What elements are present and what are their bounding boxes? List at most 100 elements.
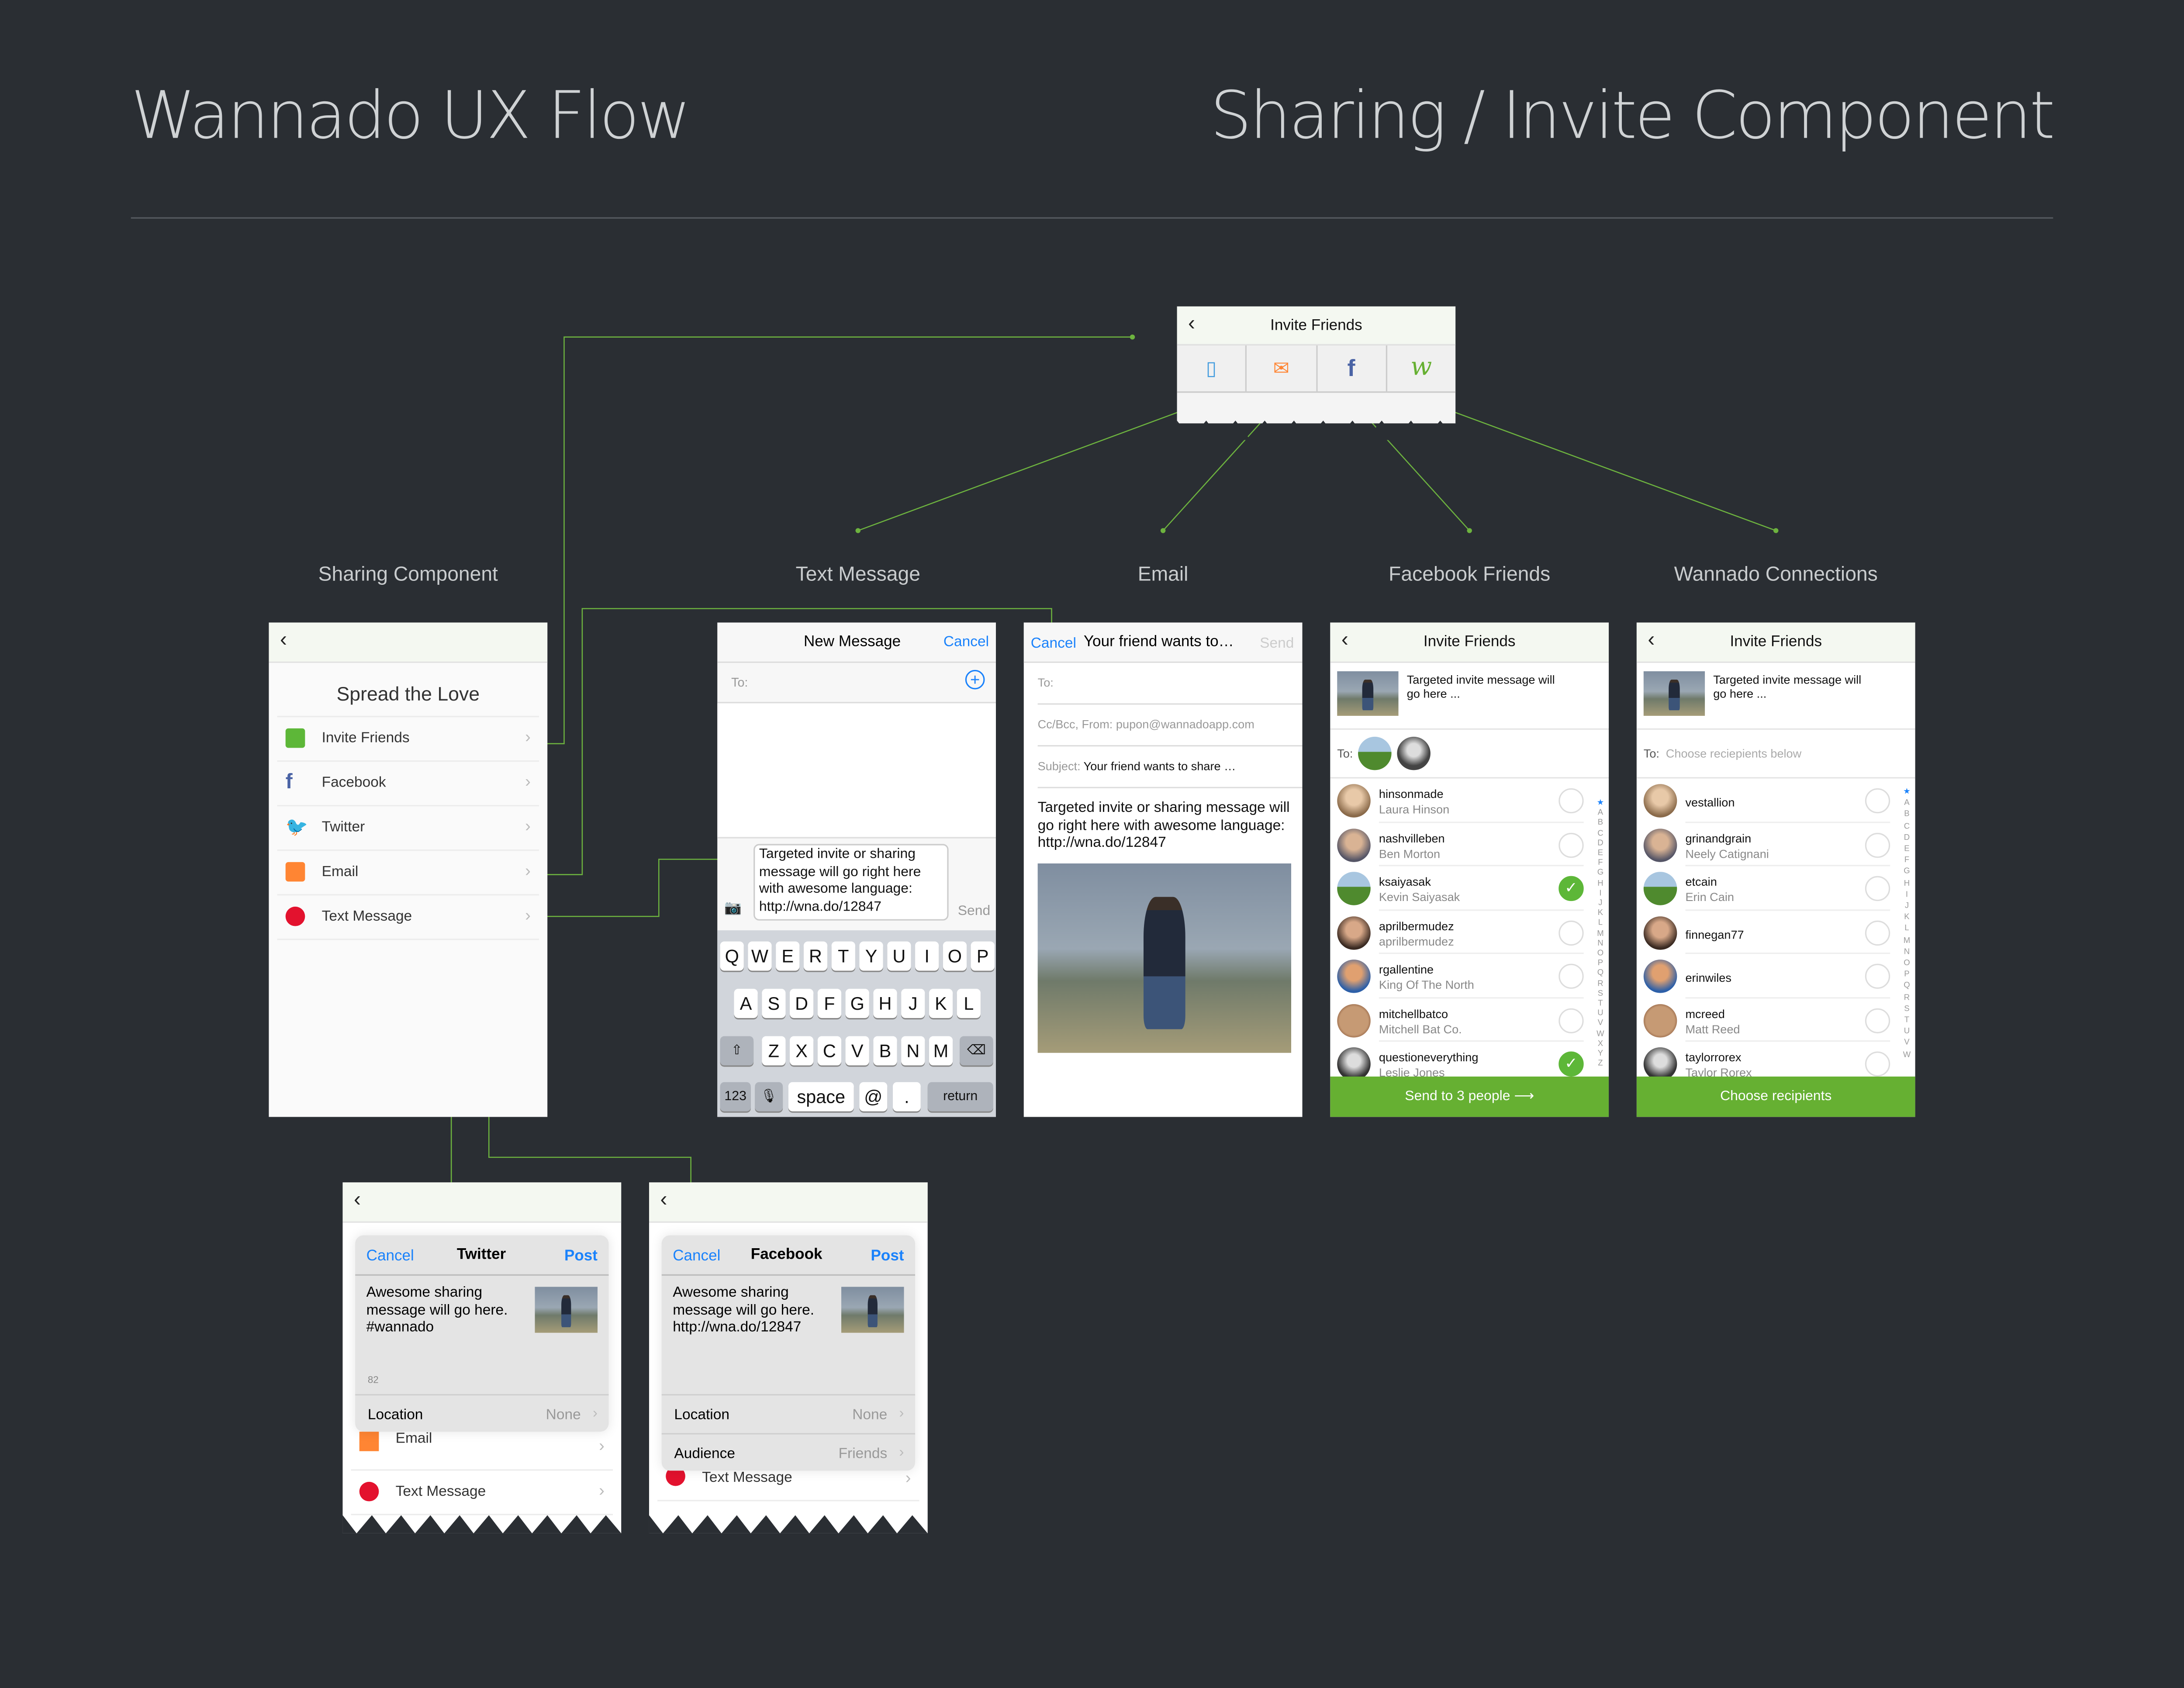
key-q[interactable]: Q: [720, 941, 744, 971]
index-letter[interactable]: R: [1904, 994, 1910, 1002]
key-g[interactable]: G: [845, 989, 869, 1018]
index-letter[interactable]: W: [1597, 1030, 1604, 1039]
index-letter[interactable]: H: [1597, 880, 1603, 888]
key-return[interactable]: return: [927, 1082, 993, 1112]
subject-field[interactable]: Subject: Your friend wants to share …: [1037, 746, 1303, 788]
index-letter[interactable]: G: [1904, 868, 1910, 877]
index-letter[interactable]: D: [1597, 839, 1603, 848]
key-space[interactable]: space: [788, 1082, 854, 1112]
friend-row[interactable]: erinwiles: [1637, 954, 1915, 998]
from-field[interactable]: Cc/Bcc, From: pupon@wannadoapp.com: [1037, 705, 1303, 747]
index-letter[interactable]: K: [1597, 910, 1603, 918]
index-letter[interactable]: N: [1904, 948, 1910, 957]
index-letter[interactable]: O: [1904, 960, 1910, 968]
index-letter[interactable]: D: [1904, 834, 1910, 842]
cancel-button[interactable]: Cancel: [366, 1248, 414, 1265]
index-letter[interactable]: E: [1904, 845, 1910, 854]
index-letter[interactable]: Y: [1597, 1050, 1603, 1059]
key-j[interactable]: J: [901, 989, 925, 1018]
index-letter[interactable]: C: [1904, 822, 1910, 831]
back-chevron-icon[interactable]: ‹: [353, 1188, 361, 1212]
back-chevron-icon[interactable]: ‹: [1341, 628, 1348, 652]
index-letter[interactable]: I: [1599, 890, 1602, 898]
recipient-avatar[interactable]: [1397, 736, 1431, 770]
key-n[interactable]: N: [901, 1036, 925, 1066]
index-letter[interactable]: B: [1904, 811, 1910, 820]
index-letter[interactable]: U: [1904, 1028, 1910, 1037]
key-p[interactable]: P: [971, 941, 995, 971]
key-h[interactable]: H: [873, 989, 897, 1018]
key-b[interactable]: B: [873, 1036, 897, 1066]
key-t[interactable]: T: [831, 941, 855, 971]
index-letter[interactable]: X: [1597, 1040, 1603, 1049]
checkbox-empty-icon[interactable]: [1865, 963, 1890, 989]
checkbox-empty-icon[interactable]: [1559, 788, 1584, 814]
send-button[interactable]: Send: [1260, 635, 1294, 652]
key-i[interactable]: I: [915, 941, 939, 971]
share-item-invite-friends[interactable]: Invite Friends›: [277, 717, 539, 762]
index-letter[interactable]: P: [1597, 960, 1603, 969]
key-e[interactable]: E: [776, 941, 800, 971]
share-item-email[interactable]: Email›: [351, 1426, 613, 1471]
index-letter[interactable]: T: [1904, 1017, 1910, 1025]
key-v[interactable]: V: [845, 1036, 869, 1066]
wannado-icon[interactable]: w: [1410, 352, 1432, 382]
index-letter[interactable]: V: [1597, 1020, 1603, 1029]
index-letter[interactable]: I: [1905, 891, 1908, 900]
shift-key-icon[interactable]: ⇧: [720, 1036, 754, 1066]
index-letter[interactable]: S: [1904, 1005, 1910, 1014]
index-letter[interactable]: K: [1904, 914, 1910, 922]
key-l[interactable]: L: [957, 989, 981, 1018]
cancel-button[interactable]: Cancel: [943, 633, 989, 651]
index-letter[interactable]: J: [1598, 900, 1603, 908]
index-letter[interactable]: P: [1904, 971, 1910, 980]
index-letter[interactable]: F: [1598, 860, 1603, 868]
email-body[interactable]: Targeted invite or sharing message will …: [1037, 799, 1290, 851]
favorites-star-icon[interactable]: ★: [1597, 799, 1604, 808]
checkbox-checked-icon[interactable]: ✓: [1559, 876, 1584, 901]
favorites-star-icon[interactable]: ★: [1903, 788, 1911, 797]
key-at[interactable]: @: [859, 1082, 888, 1112]
post-button[interactable]: Post: [564, 1248, 598, 1265]
cancel-button[interactable]: Cancel: [1030, 635, 1076, 652]
index-letter[interactable]: M: [1903, 936, 1911, 946]
key-x[interactable]: X: [790, 1036, 814, 1066]
checkbox-empty-icon[interactable]: [1559, 963, 1584, 989]
cancel-button[interactable]: Cancel: [673, 1248, 721, 1265]
index-letter[interactable]: L: [1904, 925, 1909, 934]
index-letter[interactable]: G: [1597, 870, 1604, 878]
back-chevron-icon[interactable]: ‹: [1648, 628, 1655, 652]
send-button[interactable]: Send: [957, 904, 991, 919]
key-123[interactable]: 123: [720, 1082, 751, 1112]
key-z[interactable]: Z: [762, 1036, 786, 1066]
checkbox-empty-icon[interactable]: [1559, 1008, 1584, 1033]
share-item-email[interactable]: Email›: [277, 851, 539, 896]
key-y[interactable]: Y: [859, 941, 883, 971]
index-letter[interactable]: L: [1598, 920, 1603, 929]
to-field[interactable]: To:: [1037, 663, 1303, 705]
microphone-key-icon[interactable]: 🎙: [755, 1082, 783, 1112]
checkbox-empty-icon[interactable]: [1865, 920, 1890, 945]
index-letter[interactable]: F: [1904, 856, 1910, 865]
add-contact-icon[interactable]: +: [965, 670, 985, 690]
key-u[interactable]: U: [887, 941, 911, 971]
index-letter[interactable]: B: [1597, 819, 1603, 828]
recipient-avatar[interactable]: [1358, 736, 1392, 770]
share-item-twitter[interactable]: 🐦Twitter›: [277, 806, 539, 851]
index-letter[interactable]: S: [1597, 990, 1603, 998]
friend-row[interactable]: vestallion: [1637, 779, 1915, 822]
share-item-text-message[interactable]: Text Message›: [351, 1471, 613, 1515]
friend-row[interactable]: finnegan77: [1637, 910, 1915, 954]
index-letter[interactable]: A: [1597, 809, 1603, 818]
facebook-icon[interactable]: f: [1317, 345, 1387, 392]
checkbox-empty-icon[interactable]: [1559, 832, 1584, 857]
index-letter[interactable]: R: [1597, 980, 1603, 988]
